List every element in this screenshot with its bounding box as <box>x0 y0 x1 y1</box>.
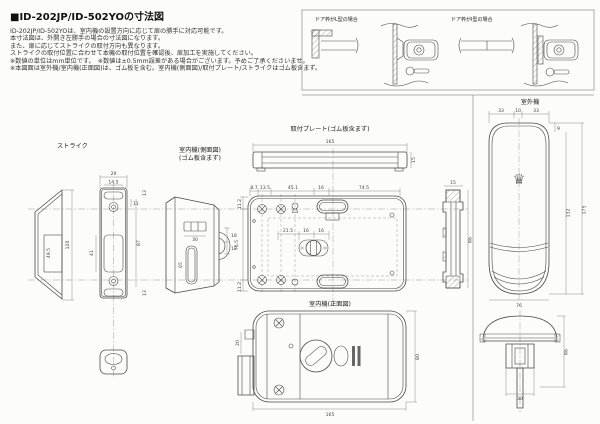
door-frame-i-type-label: ドア枠がI型の場合 <box>451 16 492 23</box>
description-line-6: ※本図面は室外機/室内機(正面図)は、ゴム板を含む。室内機(側面図)/取付プレー… <box>10 65 322 73</box>
indoor-front-label: 室内機(正面図) <box>309 300 351 308</box>
dim-label: 30 <box>192 237 198 243</box>
description-line-2: 本寸法図は、外開き左勝手の場合の寸法図になります。 <box>10 35 165 43</box>
dim-label: 45.1 <box>288 185 298 191</box>
dim-label: 30 <box>517 396 523 402</box>
dim-label: 16 <box>318 228 324 234</box>
dim-label: 165 <box>326 412 335 418</box>
dim-label: 9 <box>557 126 560 132</box>
dim-label: 65 <box>178 262 184 268</box>
dim-label: 76.5 <box>234 240 240 250</box>
mounting-plate-label: 取付プレート(ゴム板含まず) <box>290 125 369 133</box>
plate-section-view: 15 86 <box>442 180 474 289</box>
dim-label: 120 <box>65 241 71 250</box>
indoor-side-label: 室内機(側面図) <box>179 146 221 154</box>
dim-label: 33 <box>498 108 504 114</box>
outdoor-label: 室外機 <box>521 98 540 106</box>
strike-front-view: 29 14.5 41 11 87 13 13 <box>89 171 148 299</box>
dim-label: 132 <box>566 209 572 218</box>
dim-label: 49.5 <box>46 248 52 258</box>
strike-bottom-view <box>99 349 128 375</box>
description-line-5: ※数値の単位はmm単位です。 ※数値は±0.5mm誤差がある場合がございます。予… <box>10 57 309 65</box>
header: ■ID-202JP/ID-502YOの寸法図 ID-202JP/ID-502YO… <box>10 8 322 73</box>
dim-label: 13.5 <box>260 185 270 191</box>
indoor-side-sublabel: (ゴム板含まず) <box>179 154 221 162</box>
indoor-unit-front-view: 室内機(正面図) 20 <box>235 300 421 418</box>
outdoor-unit-top-view: 86 30 <box>479 315 570 409</box>
sheet-divider-lines <box>302 94 594 421</box>
description-line-1: ID-202JP/ID-502YOは、室内機の設置方向に応じて扉の勝手に対応可能… <box>10 28 228 35</box>
dim-label: 13 <box>142 290 148 296</box>
dim-label: 20 <box>235 340 241 346</box>
dim-label: 165 <box>326 139 335 145</box>
strike-label: ストライク <box>57 143 88 150</box>
strike-views: ストライク 49.5 120 <box>34 143 148 375</box>
dim-label: 16 <box>318 185 324 191</box>
dim-label: 11.2 <box>237 282 243 292</box>
dim-label: 14.5 <box>108 180 118 186</box>
dim-label: 12 <box>231 246 237 252</box>
dim-label: 15 <box>450 180 456 186</box>
brand-crown-icon: ♛ <box>513 172 526 188</box>
dim-label: 10 <box>515 108 521 114</box>
dim-label: 74.5 <box>359 185 369 191</box>
door-frame-l-type-label: ドア枠がL型の場合 <box>315 16 358 23</box>
door-frame-type-inset: ドア枠がL型の場合 ドア枠がI型の場合 <box>301 9 595 91</box>
dim-label: 11.2 <box>237 199 243 209</box>
indoor-unit-side-view: 室内機(側面図) (ゴム板含まず) 30 65 18 12 <box>165 146 237 294</box>
page-title: ■ID-202JP/ID-502YOの寸法図 <box>10 12 164 23</box>
description-line-4: ストライクの取付位置に合わせて本機の取付位置を確認後、扉加工を実施してください。 <box>10 50 258 58</box>
dim-label: 86 <box>468 237 474 243</box>
dim-label: 86 <box>564 349 570 355</box>
dim-label: 87 <box>136 240 142 246</box>
dim-label: 18 <box>231 233 237 239</box>
dim-label: 76 <box>516 303 522 309</box>
mounting-plate-side-view: 取付プレート(ゴム板含まず) 165 15 <box>252 125 417 172</box>
strike-side-view: 49.5 120 <box>34 189 74 301</box>
dim-label: 13 <box>142 190 148 196</box>
dim-label: 21.5 <box>283 228 293 234</box>
dim-label: 175 <box>582 206 588 215</box>
mounting-plate-front-view: 8.7 13.5 45.1 16 74.5 11.2 76.5 11.2 21.… <box>234 185 407 292</box>
description-line-3: また、扉に応じてストライクの取付方向も異なります。 <box>10 42 164 50</box>
dim-label: 41 <box>89 250 95 256</box>
outdoor-unit-front-view: 室外機 ♛ 33 10 33 76 9 132 <box>488 98 588 309</box>
dim-label: 16 <box>303 228 309 234</box>
door-frame-i-type-diagram: ドア枠がI型の場合 <box>451 16 579 87</box>
door-frame-l-type-diagram: ドア枠がL型の場合 <box>311 16 439 87</box>
dim-label: 29 <box>111 171 117 177</box>
dim-label: 80 <box>415 354 421 360</box>
dim-label: 8.7 <box>250 185 257 191</box>
dim-label: 33 <box>533 108 539 114</box>
dim-label: 15 <box>411 157 417 163</box>
